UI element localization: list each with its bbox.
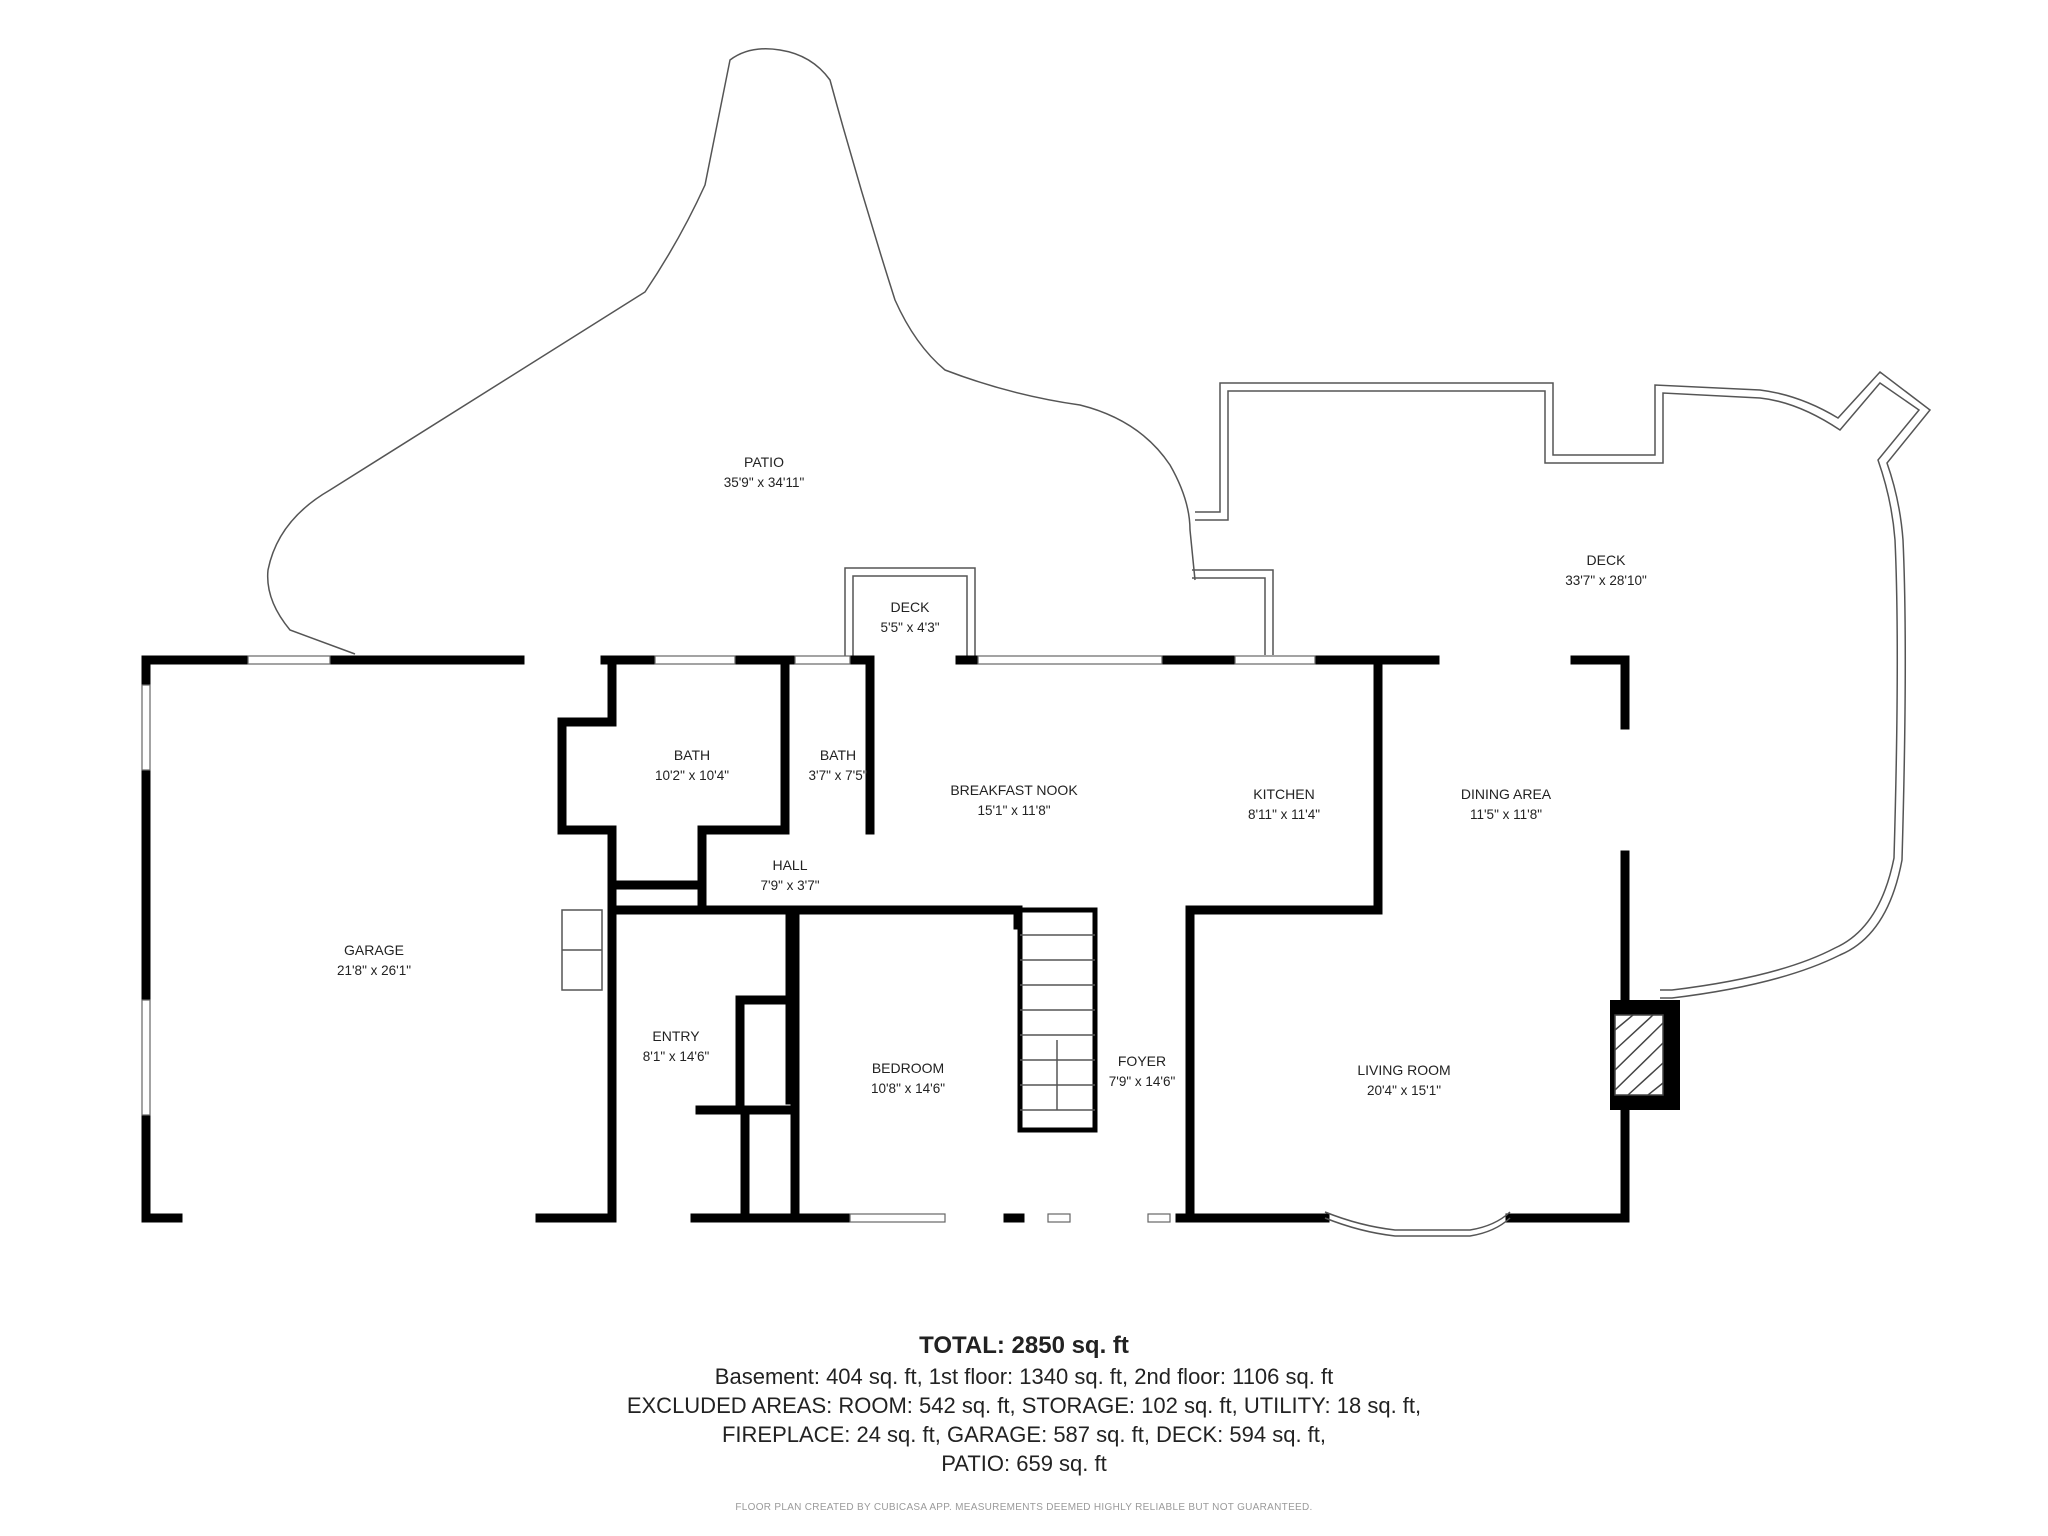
breakfast-nook-name: BREAKFAST NOOK xyxy=(950,782,1078,798)
bath-2-dims: 3'7" x 7'5" xyxy=(808,768,867,783)
exterior-walls xyxy=(141,655,1630,1223)
deck-large-lower-step xyxy=(1192,569,1274,655)
bedroom-dims: 10'8" x 14'6" xyxy=(871,1081,945,1096)
stairs xyxy=(1017,907,1098,1133)
room-labels: PATIO 35'9" x 34'11" DECK 5'5" x 4'3" DE… xyxy=(337,454,1647,1098)
living-room-name: LIVING ROOM xyxy=(1357,1062,1450,1078)
bath-1-name: BATH xyxy=(674,747,710,763)
bedroom-name: BEDROOM xyxy=(872,1060,944,1076)
foyer-dims: 7'9" x 14'6" xyxy=(1109,1074,1176,1089)
interior-walls xyxy=(557,655,1383,1223)
dining-area-name: DINING AREA xyxy=(1461,786,1552,802)
floor-areas: Basement: 404 sq. ft, 1st floor: 1340 sq… xyxy=(714,1364,1334,1389)
foyer-name: FOYER xyxy=(1118,1053,1166,1069)
garage-name: GARAGE xyxy=(344,942,404,958)
bath-1-dims: 10'2" x 10'4" xyxy=(655,768,729,783)
entry-name: ENTRY xyxy=(652,1028,700,1044)
dining-area-dims: 11'5" x 11'8" xyxy=(1470,807,1542,822)
total-area: TOTAL: 2850 sq. ft xyxy=(919,1332,1129,1359)
excluded-areas-3: PATIO: 659 sq. ft xyxy=(941,1451,1107,1476)
kitchen-name: KITCHEN xyxy=(1253,786,1314,802)
bath-2-name: BATH xyxy=(820,747,856,763)
hall-dims: 7'9" x 3'7" xyxy=(760,878,819,893)
windows xyxy=(141,655,1316,1223)
floor-plan: PATIO 35'9" x 34'11" DECK 5'5" x 4'3" DE… xyxy=(141,48,1932,1237)
garage-dims: 21'8" x 26'1" xyxy=(337,963,411,978)
patio-name: PATIO xyxy=(744,454,784,470)
excluded-areas-1: EXCLUDED AREAS: ROOM: 542 sq. ft, STORAG… xyxy=(626,1393,1422,1418)
fireplace xyxy=(1610,1000,1680,1110)
deck-large-dims: 33'7" x 28'10" xyxy=(1565,573,1647,588)
breakfast-nook-dims: 15'1" x 11'8" xyxy=(977,803,1050,818)
deck-large-outline-inner xyxy=(1195,381,1921,991)
bay-window-inner xyxy=(1324,1211,1511,1231)
entry-dims: 8'1" x 14'6" xyxy=(643,1049,710,1064)
area-summary: TOTAL: 2850 sq. ft Basement: 404 sq. ft,… xyxy=(0,1330,2048,1478)
hall-name: HALL xyxy=(772,857,807,873)
deck-large-outline xyxy=(1195,370,1932,999)
patio-dims: 35'9" x 34'11" xyxy=(724,475,805,490)
deck-small-outline xyxy=(844,567,976,656)
patio-outline xyxy=(266,48,1196,655)
deck-large-name: DECK xyxy=(1587,552,1627,568)
disclaimer: FLOOR PLAN CREATED BY CUBICASA APP. MEAS… xyxy=(735,1502,1313,1513)
excluded-areas-2: FIREPLACE: 24 sq. ft, GARAGE: 587 sq. ft… xyxy=(721,1422,1327,1447)
deck-small-name: DECK xyxy=(891,599,931,615)
deck-small-dims: 5'5" x 4'3" xyxy=(880,620,939,635)
bay-window xyxy=(1324,1217,1511,1237)
kitchen-dims: 8'11" x 11'4" xyxy=(1248,807,1320,822)
living-room-dims: 20'4" x 15'1" xyxy=(1367,1083,1441,1098)
